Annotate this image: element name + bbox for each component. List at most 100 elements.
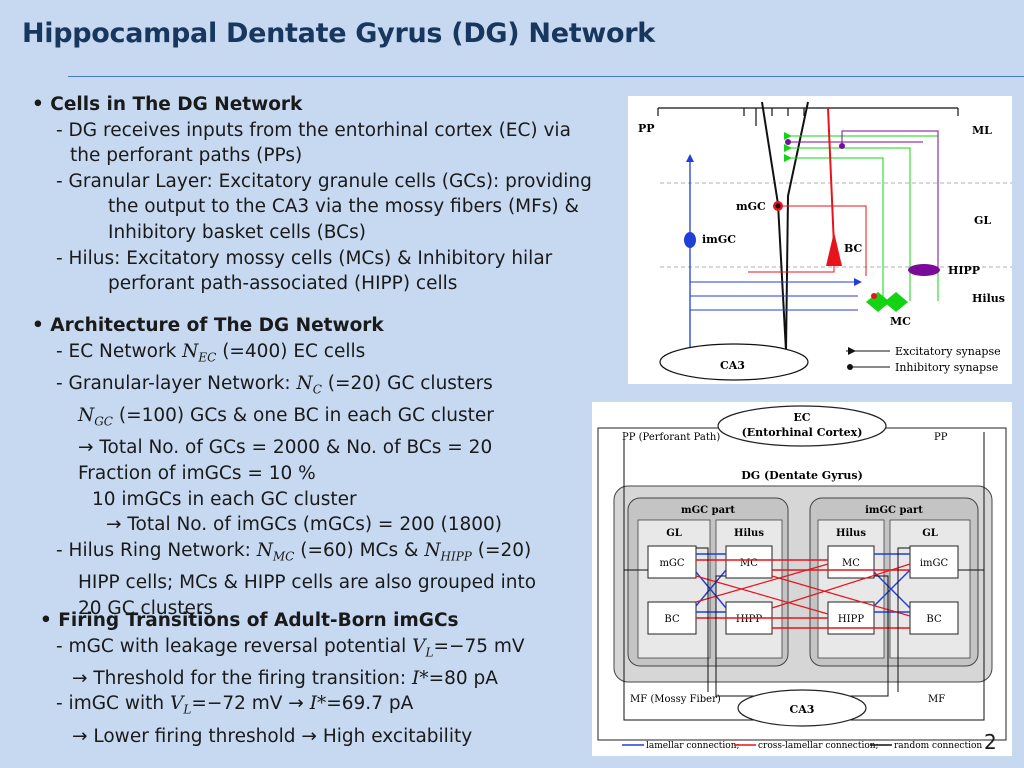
bullet-line: → Total No. of GCs = 2000 & No. of BCs =… bbox=[78, 437, 493, 459]
section-header-architecture: • Architecture of The DG Network bbox=[32, 315, 384, 336]
label-hipp-cell: HIPP bbox=[838, 614, 864, 625]
text: (=100) GCs & one BC in each GC cluster bbox=[112, 405, 494, 427]
symbol-subscript: HIPP bbox=[440, 549, 472, 564]
text: (=400) EC cells bbox=[216, 340, 366, 362]
label-mgc: mGC bbox=[736, 200, 766, 213]
bullet-line: - imGC with VL=−72 mV → I*=69.7 pA bbox=[40, 691, 525, 723]
bc-axon bbox=[748, 266, 835, 273]
label-mc-cell: MC bbox=[842, 558, 860, 569]
symbol-letter: V bbox=[412, 635, 426, 657]
label-bc: BC bbox=[844, 242, 863, 255]
random-connection bbox=[623, 432, 756, 721]
label-mgc-part: mGC part bbox=[681, 505, 735, 516]
section-header-firing: • Firing Transitions of Adult-Born imGCs bbox=[40, 610, 459, 631]
ca3-ellipse bbox=[737, 689, 867, 727]
label-imgc-part: imGC part bbox=[865, 505, 923, 516]
symbol-subscript: MC bbox=[272, 549, 295, 564]
bc-soma bbox=[826, 232, 842, 266]
text: =69.7 pA bbox=[326, 693, 414, 715]
mc-soma bbox=[884, 292, 908, 312]
legend-inhibitory: Inhibitory synapse bbox=[895, 361, 998, 374]
bullet-line: Inhibitory basket cells (BCs) bbox=[108, 221, 366, 243]
text: - imGC with bbox=[56, 693, 170, 715]
legend-cross: cross-lamellar connection; bbox=[758, 741, 879, 751]
legend-excitatory: Excitatory synapse bbox=[895, 345, 1001, 358]
label-hilus-right: Hilus bbox=[836, 528, 866, 539]
bullet-line: the output to the CA3 via the mossy fibe… bbox=[108, 196, 579, 218]
hipp-soma bbox=[908, 264, 940, 276]
symbol-letter: N bbox=[78, 405, 95, 427]
symbol-subscript: EC bbox=[198, 350, 217, 365]
ec-ellipse bbox=[717, 405, 887, 447]
bullet-line: perforant path-associated (HIPP) cells bbox=[108, 273, 458, 295]
mc-axon bbox=[788, 157, 884, 301]
label-pp: PP bbox=[638, 122, 655, 135]
label-pp-left: PP (Perforant Path) bbox=[622, 432, 720, 443]
bullet-line: - Hilus: Excitatory mossy cells (MCs) & … bbox=[56, 247, 553, 269]
lamellar-connection bbox=[873, 569, 911, 607]
symbol-subscript: L bbox=[425, 645, 434, 660]
imgc-box bbox=[909, 545, 959, 579]
excitatory-synapse bbox=[871, 293, 877, 299]
cross-lamellar-connection bbox=[771, 563, 911, 609]
text: (=20) GC clusters bbox=[321, 372, 493, 394]
symbol: I* bbox=[309, 693, 327, 715]
text: - mGC with leakage reversal potential bbox=[56, 635, 413, 657]
excitatory-synapse bbox=[854, 278, 862, 286]
bullet-line: - DG receives inputs from the entorhinal… bbox=[56, 119, 571, 141]
bullet-line: Fraction of imGCs = 10 % bbox=[78, 463, 316, 485]
dg-block-diagram-svg: EC (Entorhinal Cortex) PP (Perforant Pat… bbox=[597, 405, 1007, 751]
dg-block-diagram-figure: EC (Entorhinal Cortex) PP (Perforant Pat… bbox=[592, 402, 1012, 756]
section-firing: • Firing Transitions of Adult-Born imGCs… bbox=[40, 608, 525, 749]
inhibitory-synapse bbox=[775, 203, 781, 209]
symbol-subscript: GC bbox=[94, 414, 113, 429]
bullet-line: 20 GC clusters bbox=[78, 597, 214, 619]
random-connection bbox=[696, 547, 709, 692]
pp-projection-line bbox=[761, 101, 787, 352]
label-hilus-left: Hilus bbox=[734, 528, 764, 539]
symbol: NEC bbox=[182, 341, 217, 365]
label-mgc-cell: mGC bbox=[659, 558, 684, 569]
hilus-column bbox=[817, 519, 885, 659]
text: (=60) MCs & bbox=[294, 539, 425, 561]
bullet-line: - EC Network NEC (=400) EC cells bbox=[32, 339, 536, 371]
label-ca3: CA3 bbox=[720, 359, 745, 372]
label-pp-right: PP bbox=[934, 432, 948, 443]
label-gl: GL bbox=[974, 214, 991, 227]
hilus-column bbox=[715, 519, 783, 659]
random-connection bbox=[897, 547, 910, 692]
mgc-box bbox=[647, 545, 697, 579]
bullet-line: → Threshold for the firing transition: I… bbox=[40, 666, 525, 692]
legend-lamellar: lamellar connection; bbox=[646, 741, 740, 751]
dg-schematic-svg: PP ML GL mGC imGC BC HIPP Hilus MC CA3 E… bbox=[638, 101, 1012, 381]
label-bc-cell: BC bbox=[664, 614, 680, 625]
symbol: VL bbox=[169, 693, 191, 717]
symbol: VL bbox=[412, 635, 434, 660]
symbol-letter: V bbox=[169, 693, 184, 715]
symbol: NC bbox=[297, 373, 322, 397]
bullet-line: HIPP cells; MCs & HIPP cells are also gr… bbox=[78, 572, 537, 594]
label-hipp: HIPP bbox=[948, 264, 980, 277]
label-imgc-cell: imGC bbox=[920, 558, 949, 569]
excitatory-synapse bbox=[784, 132, 792, 140]
bullet-line: - Hilus Ring Network: NMC (=60) MCs & NH… bbox=[32, 538, 536, 570]
bullet-line: - Granular-layer Network: NC (=20) GC cl… bbox=[32, 371, 536, 403]
dg-schematic-figure: PP ML GL mGC imGC BC HIPP Hilus MC CA3 E… bbox=[628, 96, 1012, 384]
text: - EC Network bbox=[56, 340, 183, 362]
label-mc: MC bbox=[890, 315, 911, 328]
legend-random: random connection bbox=[894, 741, 982, 751]
bullet-line: the perforant paths (PPs) bbox=[70, 145, 303, 167]
label-gl-left: GL bbox=[666, 528, 682, 539]
cross-lamellar-connection bbox=[771, 575, 911, 617]
symbol: NHIPP bbox=[424, 540, 472, 564]
symbol: I* bbox=[412, 667, 429, 689]
mc-axon bbox=[788, 147, 911, 301]
lamellar-connection bbox=[873, 571, 911, 609]
symbol: NMC bbox=[257, 540, 295, 564]
inhibitory-synapse-icon bbox=[847, 364, 853, 370]
mgc-axon bbox=[778, 205, 867, 276]
label-gl-right: GL bbox=[922, 528, 938, 539]
bullet-line: → Lower firing threshold → High excitabi… bbox=[72, 725, 473, 747]
bullet-line: - Granular Layer: Excitatory granule cel… bbox=[56, 170, 592, 192]
pp-projection-line bbox=[785, 101, 809, 352]
